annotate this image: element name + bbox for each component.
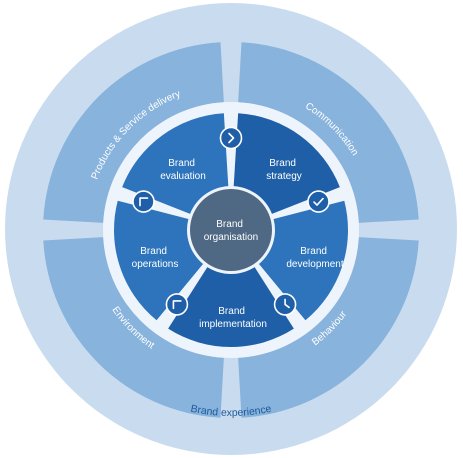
inner-segment-operations	[114, 200, 204, 321]
inner-label-operations: Brand operations	[132, 246, 179, 270]
outer-segment-products	[43, 42, 224, 223]
inner-segment-evaluation	[122, 113, 229, 214]
outer-ring-label: Brand experience	[190, 403, 273, 419]
center-disc	[190, 189, 272, 271]
inner-label-implementation: Brand implementation	[199, 306, 267, 330]
bracket-icon	[165, 293, 189, 316]
outer-segment-environment	[43, 237, 224, 418]
inner-label-evaluation: Brand evaluation	[160, 158, 206, 182]
chevron-right-icon	[219, 126, 243, 150]
clock-icon	[273, 293, 297, 316]
inner-segment-implementation	[168, 267, 294, 348]
inner-segment-development	[258, 200, 348, 321]
inner-label-strategy: Brand strategy	[266, 158, 302, 182]
outer-ring-label-text: Brand experience	[190, 403, 273, 419]
inner-segment-strategy	[233, 113, 340, 214]
center-label: Brand organisation	[204, 219, 258, 243]
inner-label-development: Brand development	[286, 246, 343, 270]
outer-segment-behaviour	[238, 237, 419, 418]
outer-segment-communication	[238, 42, 419, 223]
bracket-icon	[132, 190, 155, 213]
check-icon	[307, 190, 330, 213]
